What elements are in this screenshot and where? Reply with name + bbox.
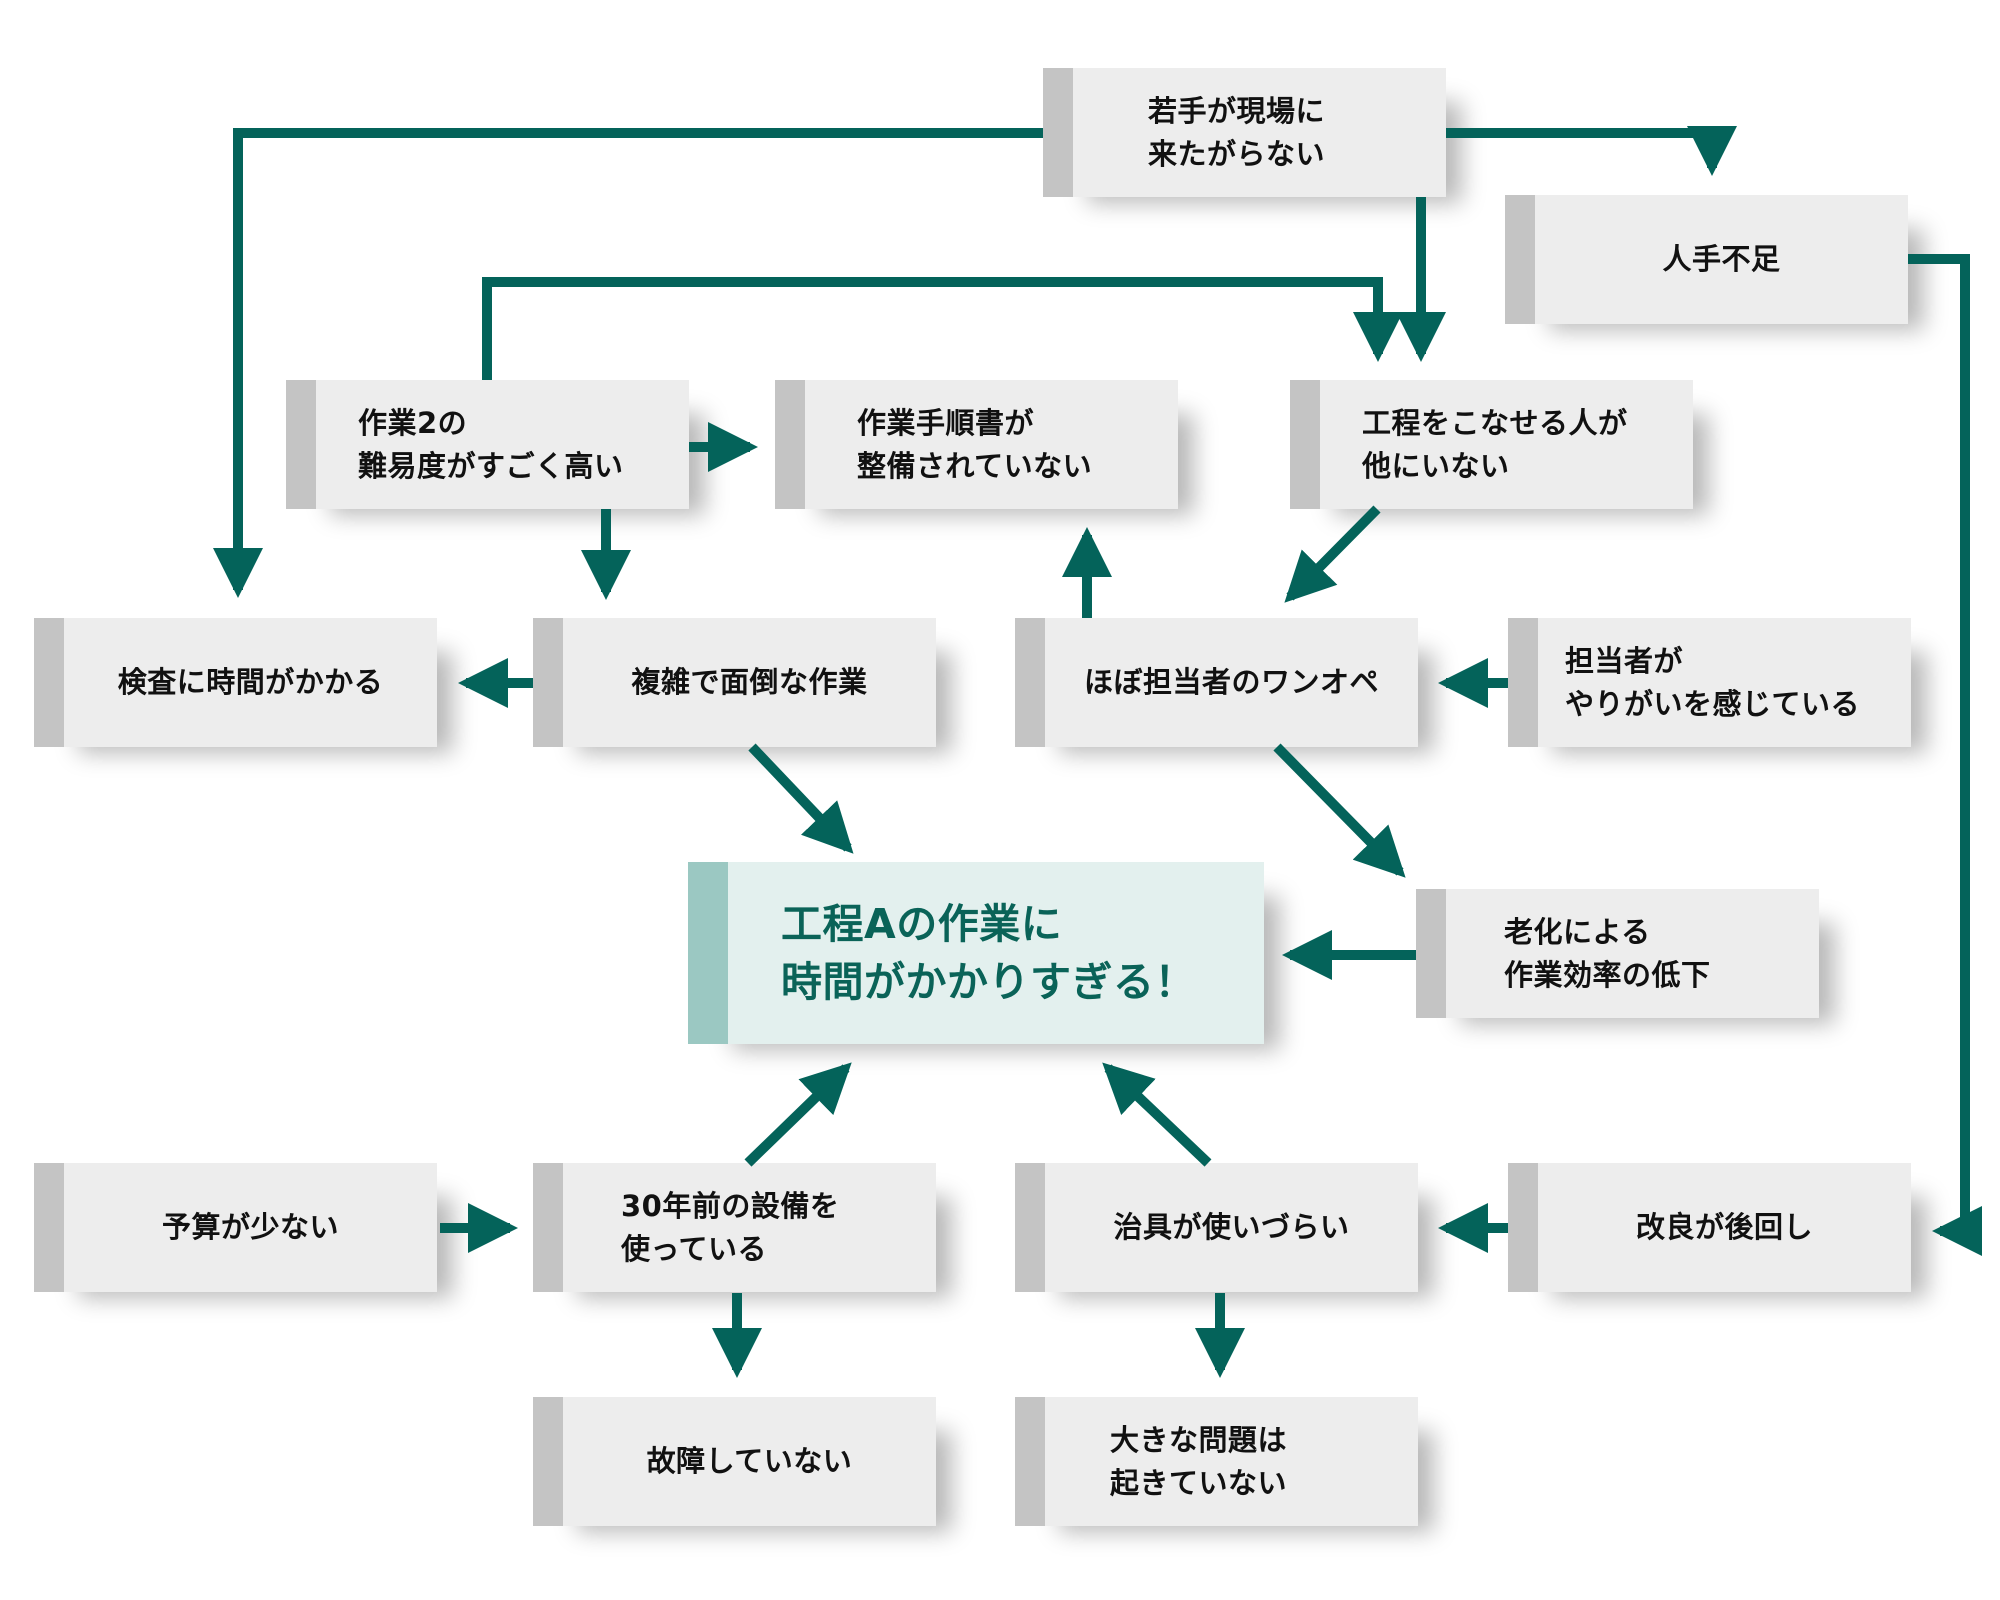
node-inspect: 検査に時間がかかる: [34, 618, 437, 747]
node-accent-bar: [1043, 68, 1073, 197]
arrow-oldequip-to-main: [744, 1062, 852, 1167]
node-label: 作業2の 難易度がすごく高い: [358, 405, 624, 483]
arrow-jig-to-main: [1102, 1062, 1212, 1167]
node-label: 大きな問題は 起きていない: [1110, 1422, 1288, 1500]
node-accent-bar: [1290, 380, 1320, 509]
node-label: 担当者が やりがいを感じている: [1565, 643, 1861, 721]
node-accent-bar: [286, 380, 316, 509]
arrow-young-to-inspect: [213, 128, 1043, 599]
node-accent-bar: [1508, 618, 1538, 747]
node-accent-bar: [775, 380, 805, 509]
node-complex: 複雑で面倒な作業: [533, 618, 936, 747]
node-accent-bar: [1416, 889, 1446, 1018]
node-accent-bar: [533, 1397, 563, 1526]
node-manual: 作業手順書が 整備されていない: [775, 380, 1178, 509]
node-label: 予算が少ない: [161, 1210, 339, 1244]
node-accent-bar: [1015, 1163, 1045, 1292]
main-problem-label: 工程Aの作業に 時間がかかりすぎる！: [781, 900, 1196, 1006]
node-jig: 治具が使いづらい: [1015, 1163, 1418, 1292]
node-label: 検査に時間がかかる: [117, 665, 384, 699]
arrow-complex-to-main: [748, 743, 854, 854]
main-problem-node: 工程Aの作業に 時間がかかりすぎる！: [688, 862, 1264, 1044]
node-accent-bar: [34, 1163, 64, 1292]
node-label: 作業手順書が 整備されていない: [857, 405, 1093, 483]
node-old-equipment: 30年前の設備を 使っている: [533, 1163, 936, 1292]
node-label: 複雑で面倒な作業: [631, 665, 868, 699]
node-label: ほぼ担当者のワンオペ: [1083, 665, 1379, 699]
node-accent-bar: [1015, 1397, 1045, 1526]
node-noone: 工程をこなせる人が 他にいない: [1290, 380, 1693, 509]
node-label: 工程をこなせる人が 他にいない: [1362, 405, 1628, 483]
node-label: 治具が使いづらい: [1113, 1210, 1350, 1244]
node-accent-bar: [533, 618, 563, 747]
node-label: 若手が現場に 来たがらない: [1148, 93, 1326, 171]
node-aging: 老化による 作業効率の低下: [1416, 889, 1819, 1018]
node-label: 人手不足: [1662, 242, 1781, 276]
node-accent-bar: [34, 618, 64, 747]
node-oneop: ほぼ担当者のワンオペ: [1015, 618, 1418, 747]
node-budget: 予算が少ない: [34, 1163, 437, 1292]
node-label: 30年前の設備を 使っている: [621, 1188, 840, 1266]
node-accent-bar: [1508, 1163, 1538, 1292]
node-rewarding: 担当者が やりがいを感じている: [1508, 618, 1911, 747]
node-accent-bar: [1015, 618, 1045, 747]
node-young: 若手が現場に 来たがらない: [1043, 68, 1446, 197]
node-postpone: 改良が後回し: [1508, 1163, 1911, 1292]
node-accent-bar: [1505, 195, 1535, 324]
main-accent-bar: [688, 862, 728, 1044]
node-label: 老化による 作業効率の低下: [1504, 914, 1711, 992]
node-label: 改良が後回し: [1635, 1210, 1813, 1244]
node-no-failure: 故障していない: [533, 1397, 936, 1526]
arrow-oneop-to-aging: [1273, 743, 1406, 878]
node-shortage: 人手不足: [1505, 195, 1908, 324]
node-task2: 作業2の 難易度がすごく高い: [286, 380, 689, 509]
arrow-noone-to-oneop: [1284, 505, 1381, 603]
arrow-shortage-to-postpone: [1908, 254, 1982, 1256]
node-label: 故障していない: [646, 1444, 853, 1478]
arrow-task2-to-noone: [482, 277, 1403, 380]
node-no-issue: 大きな問題は 起きていない: [1015, 1397, 1418, 1526]
node-accent-bar: [533, 1163, 563, 1292]
arrow-young-to-shortage: [1446, 126, 1737, 177]
